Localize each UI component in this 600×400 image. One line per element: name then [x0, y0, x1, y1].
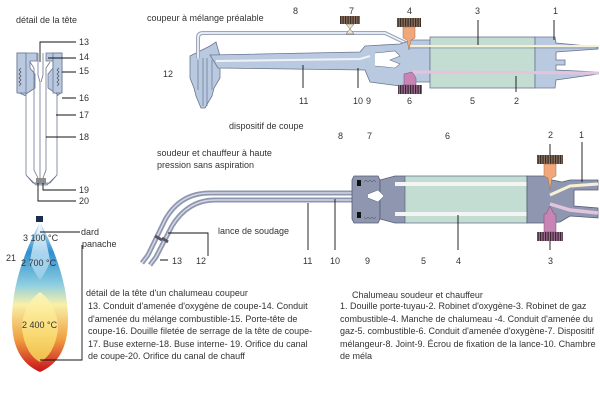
cut-label-4: 4: [407, 6, 413, 16]
label-20: 20: [79, 196, 90, 206]
cut-label-3: 3: [475, 6, 481, 16]
welding-torch-title-1: soudeur et chauffeur à haute: [157, 148, 272, 158]
lance-label: lance de soudage: [218, 226, 290, 236]
cut-label-11: 11: [299, 96, 309, 106]
weld-label-12: 12: [196, 256, 207, 266]
cutting-torch-drawing: [189, 16, 599, 109]
weld-label-5: 5: [421, 256, 427, 266]
cut-label-12: 12: [163, 69, 174, 79]
cut-label-9: 9: [366, 96, 372, 106]
panache-label: panache: [82, 239, 117, 249]
temp-2400: 2 400 °C: [22, 320, 58, 330]
label-19: 19: [79, 185, 90, 195]
flame-drawing: [12, 216, 83, 372]
cut-label-7: 7: [349, 6, 355, 16]
cut-label-8: 8: [293, 6, 299, 16]
cutting-torch-title: coupeur à mélange préalable: [147, 13, 264, 23]
cutting-device-label: dispositif de coupe: [229, 121, 304, 131]
cut-label-6: 6: [407, 96, 413, 106]
welding-caption-text: 1. Douille porte-tuyau-2. Robinet d'oxyg…: [340, 301, 596, 361]
temp-3100: 3 100 °C: [23, 233, 59, 243]
label-14: 14: [79, 52, 90, 62]
dard-label: dard: [81, 227, 100, 237]
cut-label-1: 1: [553, 6, 559, 16]
head-detail-title: détail de la tête: [16, 15, 78, 25]
weld-label-13: 13: [172, 256, 183, 266]
welding-caption-title: Chalumeau soudeur et chauffeur: [352, 290, 483, 300]
cut-label-5: 5: [470, 96, 476, 106]
cut-label-10: 10: [353, 96, 364, 106]
flame-label-21: 21: [6, 253, 17, 263]
weld-label-1: 1: [579, 130, 585, 140]
weld-label-10: 10: [330, 256, 341, 266]
temp-2700: 2 700 °C: [21, 258, 57, 268]
head-detail-drawing: [16, 41, 76, 202]
weld-label-2: 2: [548, 130, 554, 140]
cutting-caption-text: 13. Conduit d'amenée d'oxygène de coupe-…: [88, 301, 313, 361]
weld-label-7: 7: [367, 131, 373, 141]
label-16: 16: [79, 93, 90, 103]
label-17: 17: [79, 110, 90, 120]
label-18: 18: [79, 132, 90, 142]
cutting-caption-title: détail de la tête d'un chalumeau coupeur: [86, 288, 248, 298]
cut-label-2: 2: [514, 96, 520, 106]
welding-torch-title-2: pression sans aspiration: [157, 160, 255, 170]
label-15: 15: [79, 66, 90, 76]
weld-label-9: 9: [365, 256, 371, 266]
weld-label-11: 11: [303, 256, 313, 266]
label-13: 13: [79, 37, 90, 47]
weld-label-6: 6: [445, 131, 451, 141]
weld-label-4: 4: [456, 256, 462, 266]
weld-label-3: 3: [548, 256, 554, 266]
welding-torch-drawing: [140, 142, 599, 267]
weld-label-8: 8: [338, 131, 344, 141]
